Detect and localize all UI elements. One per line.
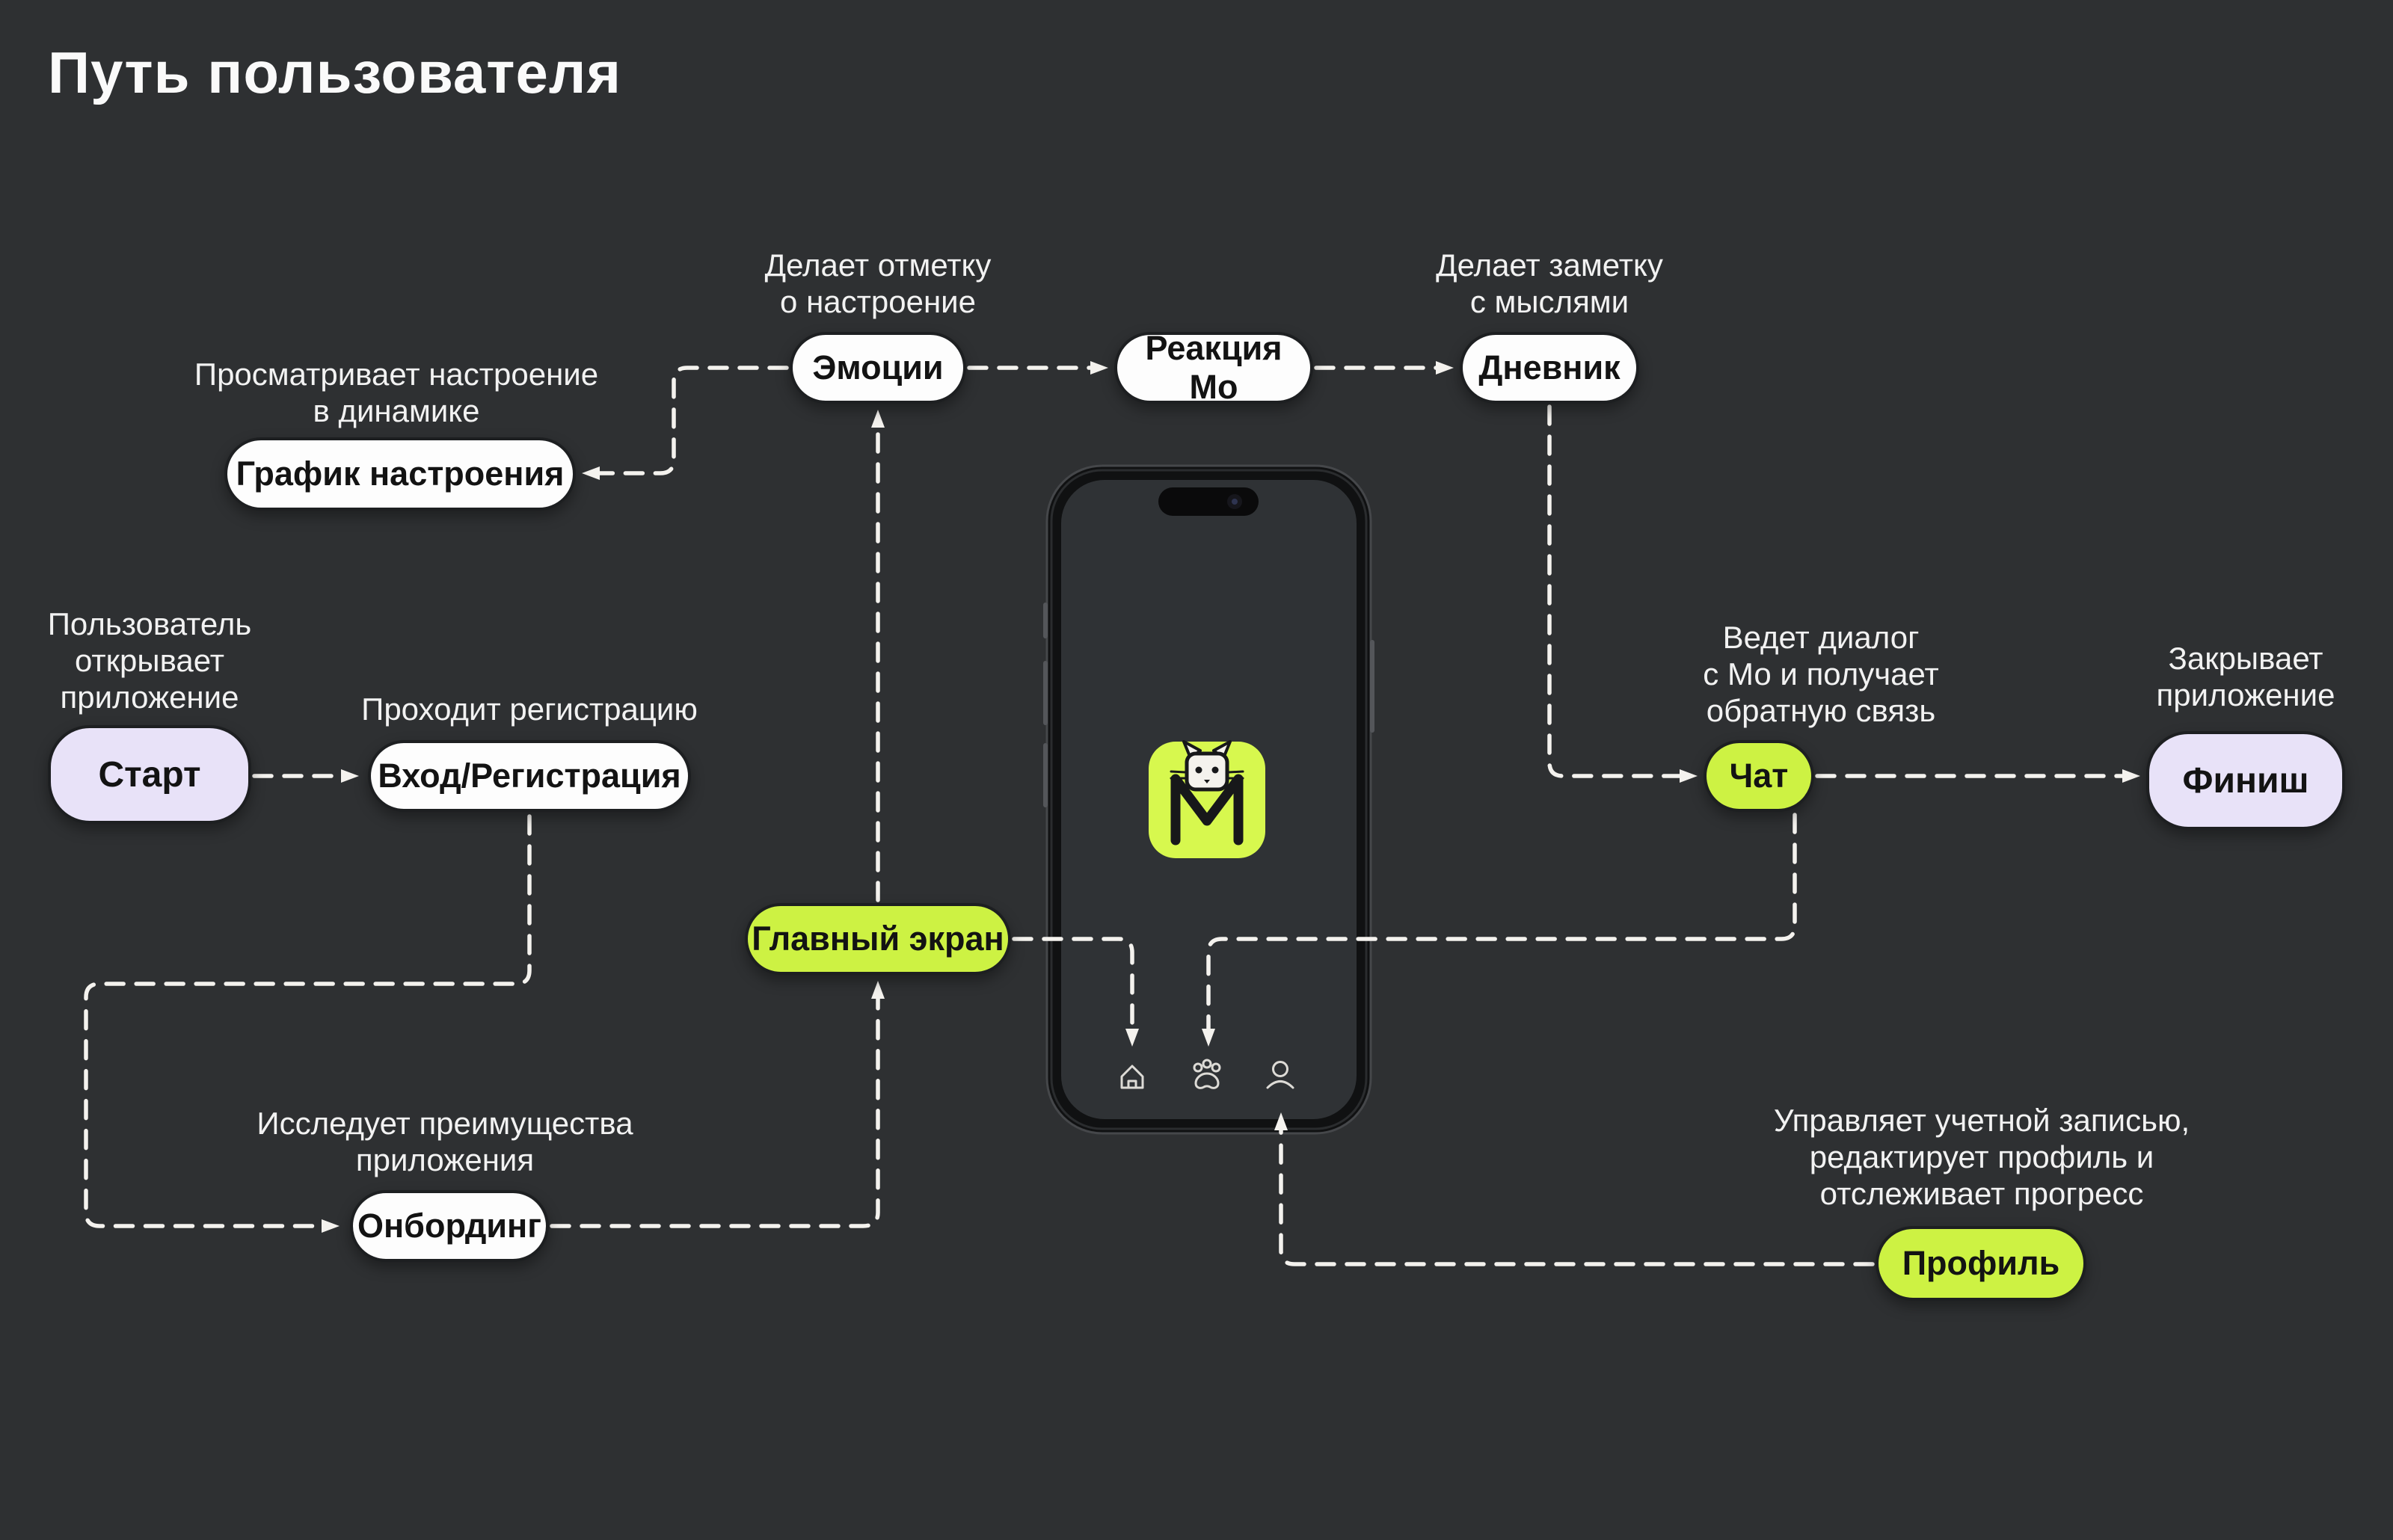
phone-mockup: [1043, 464, 1374, 1135]
node-main-screen: Главный экран: [745, 903, 1011, 975]
dynamic-island: [1158, 487, 1259, 516]
app-icon-cat-m-logo: [1149, 740, 1265, 858]
connector-onboarding-to-main-screen: [550, 981, 885, 1228]
node-login-registration: Вход/Регистрация: [368, 740, 691, 812]
connector-diary-to-chat: [1547, 404, 1698, 783]
phone-action-button: [1043, 603, 1048, 638]
phone-volume-up-button: [1043, 661, 1048, 725]
note-emotions: Делает отметку о настроение: [764, 247, 992, 320]
paw-icon: [1193, 1059, 1221, 1089]
note-finish: Закрывает приложение: [2156, 641, 2335, 713]
note-mood-chart: Просматривает настроение в динамике: [194, 357, 599, 429]
home-icon: [1120, 1065, 1144, 1089]
node-onboarding: Онбординг: [350, 1190, 549, 1262]
phone-power-button: [1370, 640, 1374, 733]
connector-emotions-to-mood-chart: [582, 366, 789, 480]
node-finish: Финиш: [2146, 731, 2345, 830]
phone-volume-down-button: [1043, 743, 1048, 807]
node-diary: Дневник: [1460, 332, 1639, 404]
note-start: Пользователь открывает приложение: [47, 606, 252, 715]
connector-login-to-onboarding: [84, 814, 532, 1233]
node-chat: Чат: [1704, 740, 1814, 812]
cat-nose: [1204, 780, 1210, 783]
connector-profile-to-person-tab: [1274, 1112, 1875, 1266]
note-onboarding: Исследует преимущества приложения: [256, 1106, 633, 1178]
connector-main-screen-to-home-tab: [1012, 937, 1139, 1047]
note-diary: Делает заметку с мыслями: [1436, 247, 1663, 320]
person-icon: [1266, 1061, 1294, 1089]
page-title: Путь пользователя: [48, 40, 621, 105]
cat-whiskers: [1170, 770, 1244, 780]
node-mo-reaction: Реакция Мо: [1114, 329, 1313, 406]
note-login: Проходит регистрацию: [361, 692, 698, 727]
note-chat: Ведет диалог с Мо и получает обратную св…: [1703, 620, 1939, 729]
node-profile: Профиль: [1876, 1226, 2086, 1301]
node-emotions: Эмоции: [790, 332, 966, 404]
cat-face: [1185, 751, 1229, 792]
phone-bezel: [1050, 469, 1368, 1130]
note-profile: Управляет учетной записью, редактирует п…: [1773, 1103, 2190, 1212]
node-mood-chart: График настроения: [224, 437, 576, 511]
node-start: Старт: [48, 725, 251, 824]
